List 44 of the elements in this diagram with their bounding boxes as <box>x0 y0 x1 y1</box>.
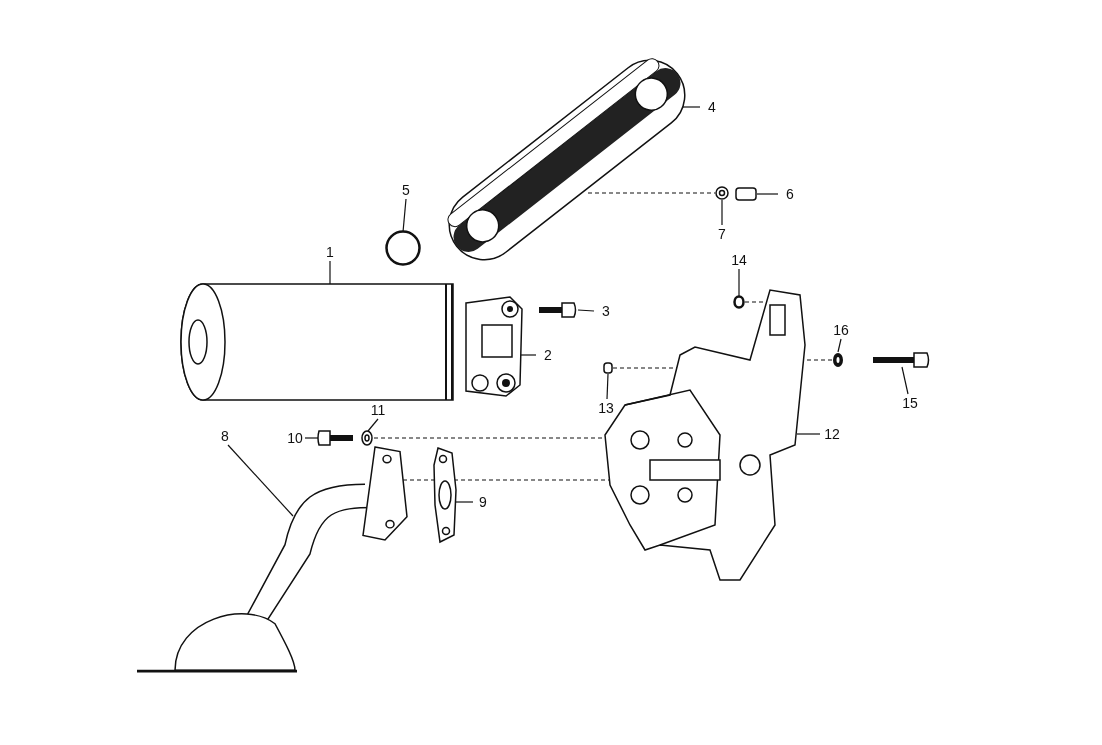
leader-line <box>721 199 723 226</box>
leader-line <box>402 198 407 233</box>
callout-number: 15 <box>898 394 922 412</box>
leader-line <box>304 437 320 439</box>
callout-number: 14 <box>727 251 751 269</box>
washer-icon <box>733 295 745 309</box>
bolt-icon <box>872 352 930 368</box>
callout-number: 4 <box>705 98 719 116</box>
callout-number: 9 <box>476 493 490 511</box>
leader-line <box>227 444 294 517</box>
callout-number: 13 <box>594 399 618 417</box>
leader-line <box>520 354 537 356</box>
leader-line <box>367 418 379 432</box>
callout-number: 8 <box>218 427 232 445</box>
filter-head-drawing <box>462 295 525 398</box>
oil-pickup-tube-drawing <box>135 447 410 673</box>
leader-line <box>329 260 331 285</box>
callout-number: 16 <box>829 321 853 339</box>
leader-line <box>901 366 909 395</box>
callout-number: 6 <box>783 185 797 203</box>
leader-line <box>796 433 821 435</box>
callout-number: 2 <box>541 346 555 364</box>
leader-line <box>837 338 842 353</box>
gasket-drawing <box>430 445 460 545</box>
callout-number: 7 <box>715 225 729 243</box>
washer-icon <box>715 186 729 200</box>
callout-number: 10 <box>283 429 307 447</box>
leader-line <box>738 268 740 297</box>
washer-icon <box>832 352 844 368</box>
callout-number: 1 <box>323 243 337 261</box>
plug-icon <box>735 187 757 201</box>
callout-number: 11 <box>366 401 390 419</box>
bolt-icon <box>318 430 354 446</box>
leader-line <box>606 373 609 400</box>
leader-line <box>577 309 595 312</box>
callout-number: 5 <box>399 181 413 199</box>
o-ring-icon <box>385 230 421 266</box>
leader-line <box>756 193 779 195</box>
callout-number: 3 <box>599 302 613 320</box>
center-line <box>587 192 716 194</box>
dowel-pin-icon <box>603 362 613 374</box>
washer-icon <box>360 430 374 446</box>
bolt-icon <box>538 302 578 318</box>
callout-number: 12 <box>820 425 844 443</box>
